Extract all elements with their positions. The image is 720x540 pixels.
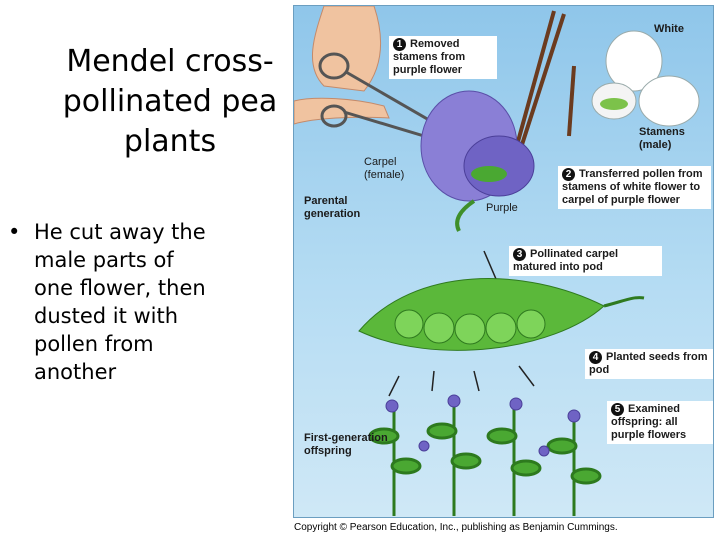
bullet-item: • He cut away the male parts of one flow… <box>8 218 208 386</box>
finger-icon <box>294 97 390 125</box>
step-text: Pollinated carpel matured into pod <box>513 248 619 273</box>
pea-plant-icon <box>368 401 602 516</box>
stamens-label: Stamens (male) <box>639 126 685 151</box>
brush-icon <box>512 10 576 157</box>
step-number: 2 <box>562 168 575 181</box>
mendel-cross-figure: White Purple Carpel (female) Stamens (ma… <box>293 5 714 518</box>
purple-blossom-icon <box>385 394 581 457</box>
carpel-label: Carpel (female) <box>364 156 405 181</box>
white-flower-icon <box>591 30 700 127</box>
step-number: 4 <box>589 351 602 364</box>
pea-pod-icon <box>358 278 645 351</box>
parental-generation-label: Parental generation <box>304 195 361 220</box>
copyright-text: Copyright © Pearson Education, Inc., pub… <box>294 522 618 533</box>
white-label: White <box>654 23 684 35</box>
step-text: Examined offspring: all purple flowers <box>611 403 687 441</box>
slide-title: Mendel cross-pollinated pea plants <box>62 44 278 159</box>
step-text: Removed stamens from purple flower <box>393 38 466 76</box>
bullet-text: He cut away the male parts of one flower… <box>34 220 206 384</box>
step-text: Planted seeds from pod <box>589 351 708 376</box>
bullet-dot: • <box>8 220 21 244</box>
step-text: Transferred pollen from stamens of white… <box>562 168 703 206</box>
figure-illustration <box>294 6 700 516</box>
step-number: 3 <box>513 248 526 261</box>
bullet-list: • He cut away the male parts of one flow… <box>8 218 208 386</box>
purple-label: Purple <box>486 202 518 214</box>
purple-flower-icon <box>420 90 535 232</box>
step-number: 1 <box>393 38 406 51</box>
step-number: 5 <box>611 403 624 416</box>
first-generation-label: First-generation offspring <box>304 432 388 457</box>
hand-icon <box>311 6 382 92</box>
